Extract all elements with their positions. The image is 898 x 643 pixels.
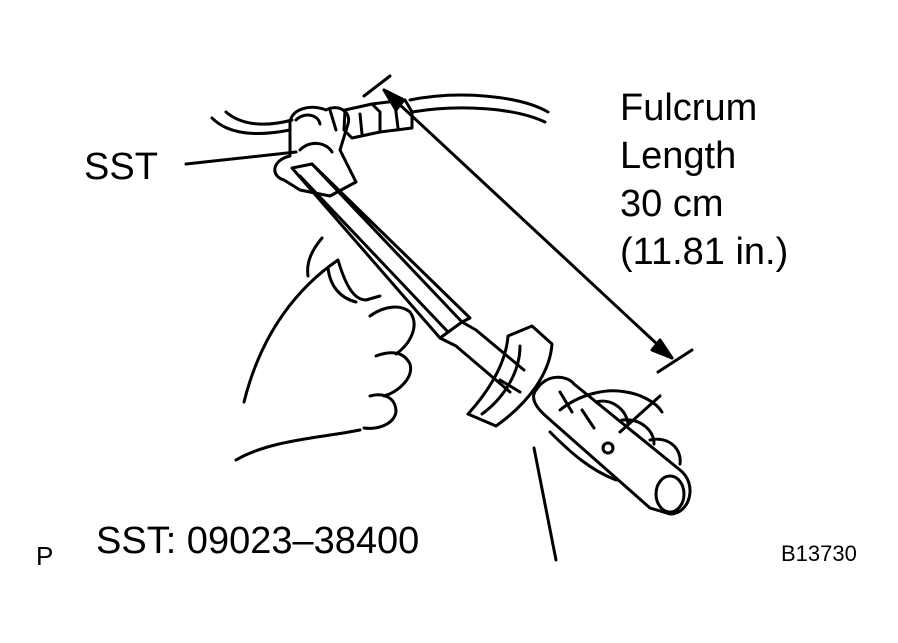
figure-id: B13730 <box>781 541 857 566</box>
metric-length-line: 30 cm <box>620 183 724 225</box>
page-mark: P <box>36 541 54 571</box>
pipe-line <box>210 93 550 136</box>
left-hand <box>234 236 416 462</box>
right-hand <box>532 389 682 562</box>
wrench-grip-handle <box>532 375 692 516</box>
length-line: Length <box>620 135 737 177</box>
fulcrum-dimension-line <box>362 74 694 434</box>
imperial-length-line: (11.81 in.) <box>620 231 789 273</box>
fulcrum-length-callout: Fulcrum Length 30 cm (11.81 in.) <box>620 84 788 276</box>
sst-leader-line <box>184 150 298 166</box>
sst-callout-label: SST <box>84 146 158 188</box>
torque-wrench-shaft <box>290 162 526 394</box>
torque-scale-dial <box>466 324 554 428</box>
sst-crowfoot-head <box>273 105 358 198</box>
fulcrum-line: Fulcrum <box>620 87 758 129</box>
sst-part-number: SST: 09023–38400 <box>96 520 420 562</box>
